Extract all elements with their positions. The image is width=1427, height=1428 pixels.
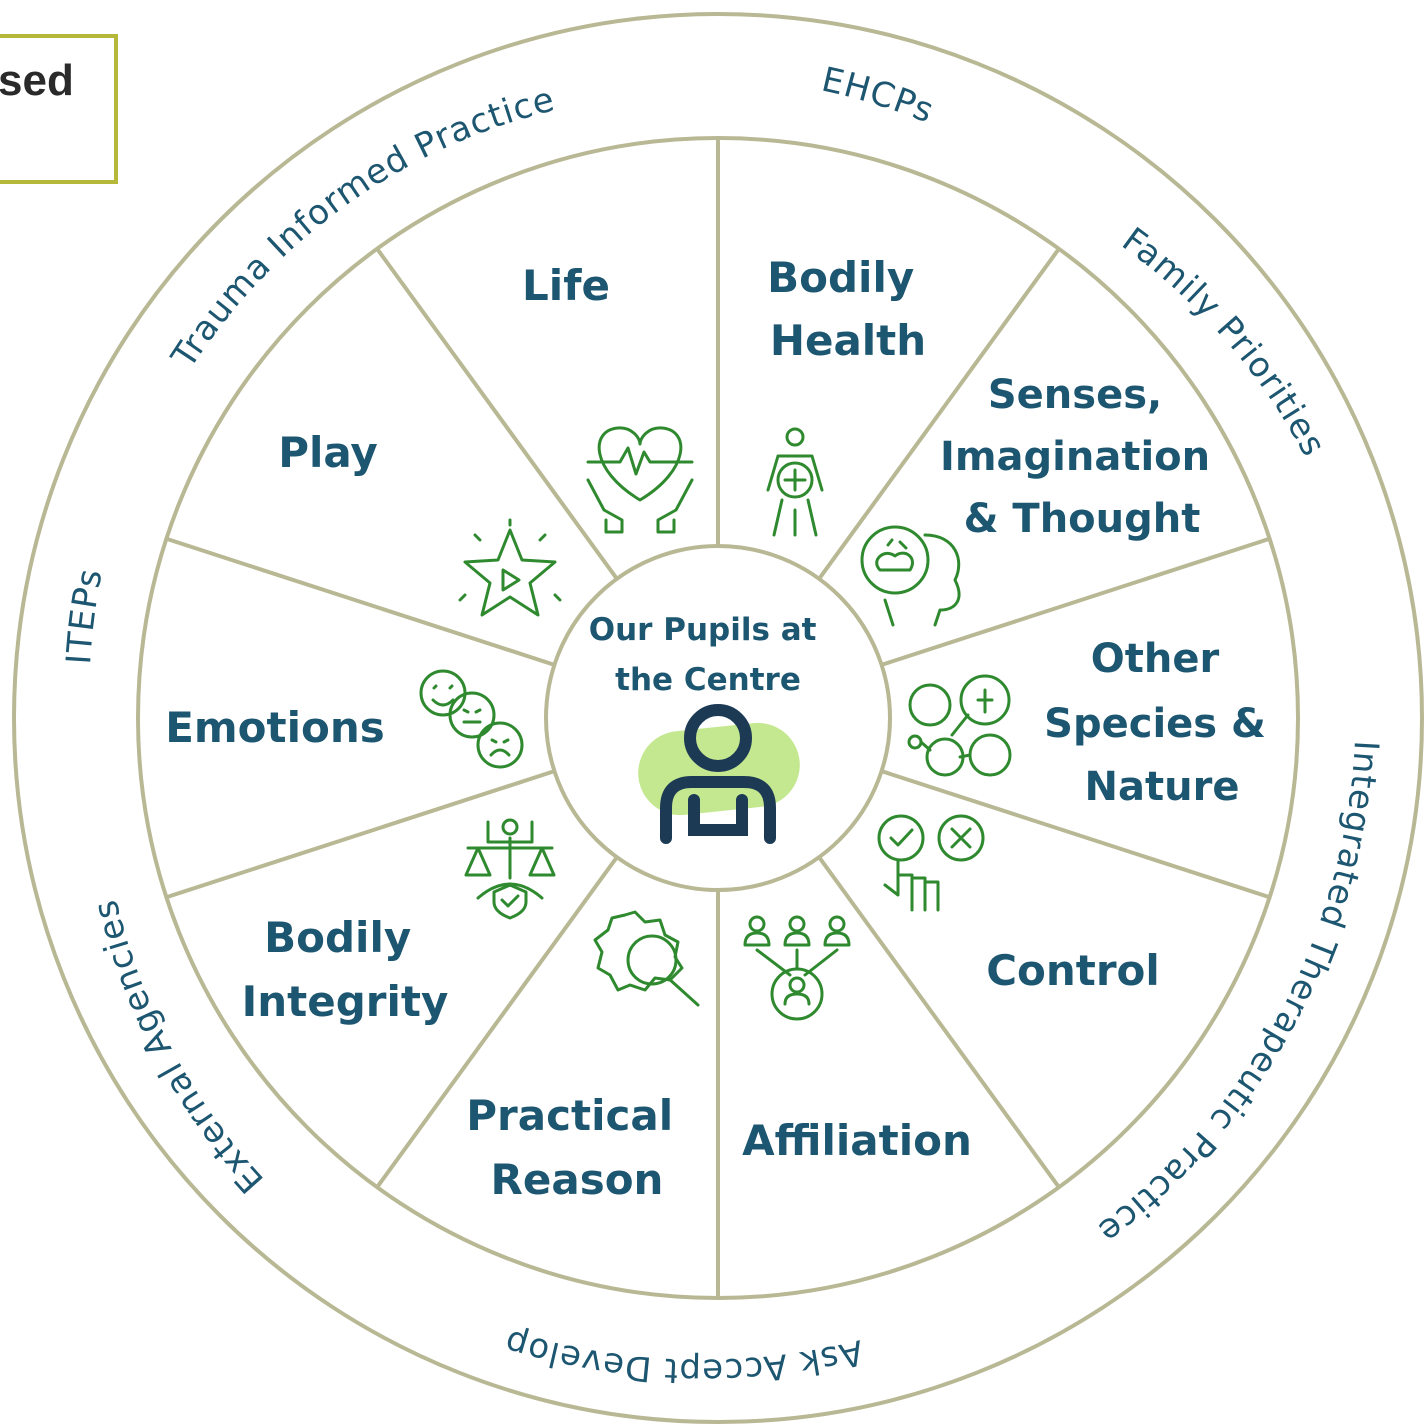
centre-label: Our Pupils at the Centre xyxy=(589,612,828,698)
segment-divider xyxy=(817,247,1061,581)
segment-label-other-species: Other Species & Nature xyxy=(1044,636,1280,810)
star-play-icon xyxy=(458,518,562,617)
segment-label-emotions: Emotions xyxy=(165,703,385,752)
segment-label-practical-reason: Practical Reason xyxy=(466,1091,687,1204)
segment-dividers xyxy=(165,138,1271,1298)
group-network-icon xyxy=(743,915,851,1021)
segment-label-control: Control xyxy=(986,946,1160,995)
segment-label-affiliation: Affiliation xyxy=(742,1116,972,1165)
choice-hand-icon xyxy=(877,814,985,912)
segment-divider xyxy=(817,855,1061,1189)
segment-divider xyxy=(880,769,1271,900)
pupil-person-icon xyxy=(638,704,800,844)
nature-network-icon xyxy=(907,674,1012,777)
person-health-icon xyxy=(766,427,824,537)
segment-divider xyxy=(165,769,556,900)
segment-label-bodily-health: Bodily Health xyxy=(767,253,929,365)
balance-shield-icon xyxy=(464,818,556,920)
segment-label-bodily-integrity: Bodily Integrity xyxy=(242,913,449,1026)
segment-label-play: Play xyxy=(278,428,378,477)
segment-divider xyxy=(375,247,619,581)
gear-search-icon xyxy=(593,910,700,1007)
segment-divider xyxy=(880,536,1271,667)
segment-label-senses: Senses, Imagination & Thought xyxy=(940,372,1224,542)
heart-hands-icon xyxy=(586,426,694,534)
corner-label-box: sed xyxy=(0,34,118,184)
segment-label-life: Life xyxy=(522,261,610,310)
segment-divider xyxy=(165,536,556,667)
centre-circle xyxy=(544,544,892,892)
corner-label: sed xyxy=(0,56,74,105)
faces-emotions-icon xyxy=(419,669,524,769)
head-mind-icon xyxy=(860,525,961,627)
segment-divider xyxy=(375,855,619,1189)
